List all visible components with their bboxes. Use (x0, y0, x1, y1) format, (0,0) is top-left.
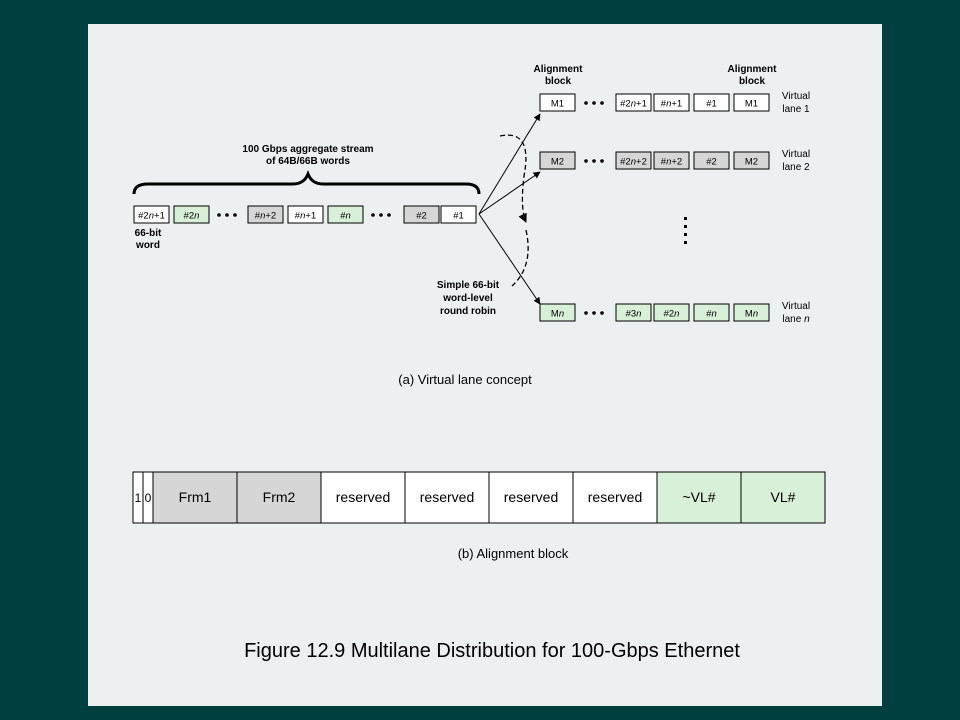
arrow-to-lane-n (478, 213, 541, 305)
bit-2-label: 0 (145, 491, 152, 505)
field-3-box (320, 471, 406, 524)
stream-cell-3-box (247, 205, 284, 224)
caption-b: (b) Alignment block (458, 546, 569, 561)
stream-label-1: 100 Gbps aggregate stream (242, 144, 373, 155)
stream-cell-6-box (403, 205, 440, 224)
lane-3-cell-5-label: Mn (745, 309, 758, 320)
lane-2-cell-2-label: #2n+2 (620, 157, 647, 168)
field-6-label: reserved (588, 489, 642, 505)
lane-3-cell-3-box (653, 303, 690, 322)
stream-cell-5-box (327, 205, 364, 224)
field-1-box (152, 471, 238, 524)
round-robin-label-3: round robin (440, 306, 496, 317)
stream-cell-3-label: #n+2 (255, 211, 276, 222)
lane-2-cell-4-box (693, 151, 730, 170)
lane-1-dots (584, 101, 604, 105)
stream-cell-2-label: #2n (184, 211, 200, 222)
alignment-block-label-right-2: block (739, 76, 766, 87)
lane-2-cell-3-label: #n+2 (661, 157, 682, 168)
lane-1-cell-2-box (615, 93, 652, 112)
field-2-label: Frm2 (263, 489, 296, 505)
stream-cell-1-box (133, 205, 170, 224)
slide-panel: Alignment block Alignment block 100 Gbps… (88, 24, 882, 706)
lane-1-cell-4-box (693, 93, 730, 112)
alignment-block-label-right-1: Alignment (728, 64, 778, 75)
field-7-label: ~VL# (682, 489, 715, 505)
stream-dots-right (371, 213, 391, 217)
stream-cell-7-label: #1 (453, 211, 464, 222)
lane-2-cell-4-label: #2 (706, 157, 717, 168)
round-robin-label-1: Simple 66-bit (437, 280, 500, 291)
lane-3-label-2: lane n (782, 314, 810, 325)
lane-1-label-2: lane 1 (782, 104, 810, 115)
lane-2-cell-5-box (733, 151, 770, 170)
stream-cell-1-label: #2n+1 (138, 211, 165, 222)
lane-2-cell-3-box (653, 151, 690, 170)
lane-3-cell-2-label: #3n (626, 309, 642, 320)
lane-3-cell-3-label: #2n (664, 309, 680, 320)
figure-title: Figure 12.9 Multilane Distribution for 1… (244, 640, 740, 662)
stream-row: #2n+1 #2n #n+2 #n+1 #n #2 #1 (133, 205, 477, 224)
caption-a: (a) Virtual lane concept (398, 372, 532, 387)
field-4-box (404, 471, 490, 524)
bit-1-label: 1 (135, 491, 142, 505)
round-robin-dashed-tail (511, 229, 529, 287)
lane-1-cell-3-box (653, 93, 690, 112)
lane-3-cell-1-label: Mn (551, 309, 564, 320)
stream-cell-7-box (440, 205, 477, 224)
lane-1-cell-2-label: #2n+1 (620, 99, 647, 110)
lane-3-dots (584, 311, 604, 315)
lane-3-cell-5-box (733, 303, 770, 322)
lane-2-cell-1-box (539, 151, 576, 170)
lane-1-cell-4-label: #1 (706, 99, 717, 110)
field-2-box (236, 471, 322, 524)
lane-1-cell-1-box (539, 93, 576, 112)
arrow-to-lane-2 (478, 171, 541, 215)
word-label-2: word (135, 240, 160, 251)
field-5-label: reserved (504, 489, 558, 505)
lane-3-label-1: Virtual (782, 301, 810, 312)
lane-2-cell-5-label: M2 (745, 157, 758, 168)
lane-2-label-1: Virtual (782, 149, 810, 160)
virtual-lane-diagram: Alignment block Alignment block 100 Gbps… (132, 64, 810, 387)
lane-3-cell-4-label: #n (706, 309, 717, 320)
alignment-block-label-left-1: Alignment (534, 64, 584, 75)
alignment-block-label-left-2: block (545, 76, 572, 87)
stream-brace (132, 169, 481, 195)
stream-cell-6-label: #2 (416, 211, 427, 222)
arrow-to-lane-1 (478, 113, 541, 215)
field-4-label: reserved (420, 489, 474, 505)
lane-1-label-1: Virtual (782, 91, 810, 102)
lane-ellipsis (684, 217, 687, 244)
lane-1-cell-1-label: M1 (551, 99, 564, 110)
field-3-label: reserved (336, 489, 390, 505)
lane-1-cell-3-label: #n+1 (661, 99, 682, 110)
field-8-label: VL# (771, 489, 796, 505)
lane-1-cell-5-box (733, 93, 770, 112)
lane-2-cell-2-box (615, 151, 652, 170)
stream-cell-4-box (287, 205, 324, 224)
stream-dots-left (217, 213, 237, 217)
lane-2-dots (584, 159, 604, 163)
lane-2-label-2: lane 2 (782, 162, 810, 173)
word-label-1: 66-bit (135, 228, 162, 239)
round-robin-dashed-arrow (499, 134, 527, 223)
lane-2-cell-1-label: M2 (551, 157, 564, 168)
lane-1-cell-5-label: M1 (745, 99, 758, 110)
field-7-box (656, 471, 742, 524)
lane-3-cell-4-box (693, 303, 730, 322)
stream-label-2: of 64B/66B words (266, 156, 350, 167)
field-8-box (740, 471, 826, 524)
round-robin-label-2: word-level (442, 293, 493, 304)
stream-cell-4-label: #n+1 (295, 211, 316, 222)
lane-3-cell-2-box (615, 303, 652, 322)
stream-cell-5-label: #n (340, 211, 351, 222)
field-1-label: Frm1 (179, 489, 212, 505)
lane-3-cell-1-box (539, 303, 576, 322)
stream-cell-2-box (173, 205, 210, 224)
field-5-box (488, 471, 574, 524)
